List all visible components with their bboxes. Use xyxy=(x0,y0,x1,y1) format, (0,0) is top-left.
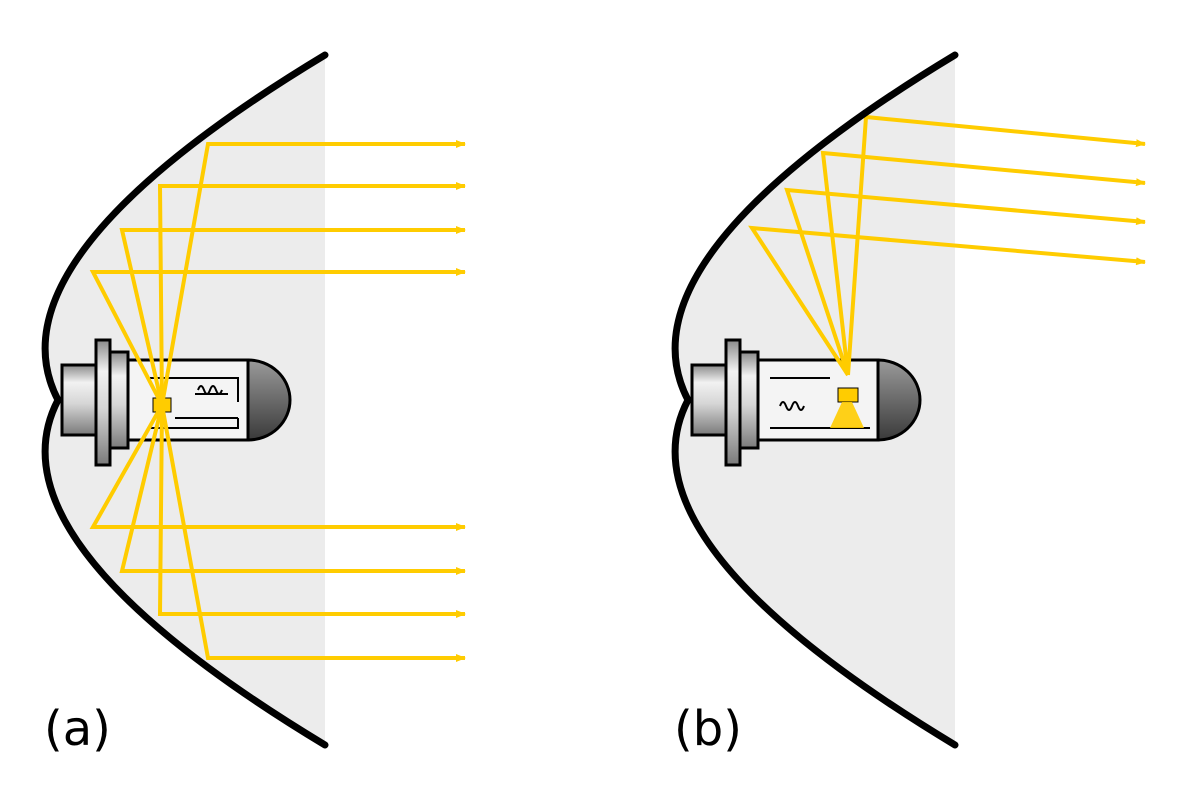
filament-b xyxy=(837,387,859,403)
coil-spring xyxy=(195,385,228,395)
filament-wire-lower xyxy=(150,417,239,429)
bulb-dome xyxy=(246,358,292,442)
filament-wire xyxy=(150,377,239,402)
panel-label-b: (b) xyxy=(674,701,742,757)
light-ray xyxy=(748,225,1146,377)
panel-label-a: (a) xyxy=(44,701,111,757)
bulb-collar xyxy=(108,350,130,450)
light-ray xyxy=(846,114,1146,376)
light-ray xyxy=(160,140,466,406)
bulb-dome xyxy=(876,358,922,442)
bulb-b xyxy=(690,338,922,467)
light-ray xyxy=(160,404,466,662)
coil-spring xyxy=(779,401,805,411)
panel-b: (b) xyxy=(671,51,1146,757)
light-rays-a xyxy=(89,140,466,662)
light-rays-b xyxy=(748,114,1146,377)
bulb-flange xyxy=(724,338,742,467)
reflector-outline-a xyxy=(41,51,329,749)
reflector-outline-b xyxy=(671,51,959,749)
light-ray xyxy=(784,187,1146,376)
bulb-flange xyxy=(94,338,112,467)
panel-a: (a) xyxy=(41,51,466,757)
light-ray xyxy=(820,150,1146,376)
light-ray xyxy=(157,182,466,406)
light-ray xyxy=(89,404,466,531)
light-ray xyxy=(89,268,466,406)
light-ray xyxy=(119,226,466,406)
bulb-collar xyxy=(738,350,760,450)
light-ray xyxy=(157,404,466,618)
filament-glow-b xyxy=(830,402,864,428)
light-ray xyxy=(119,404,466,575)
